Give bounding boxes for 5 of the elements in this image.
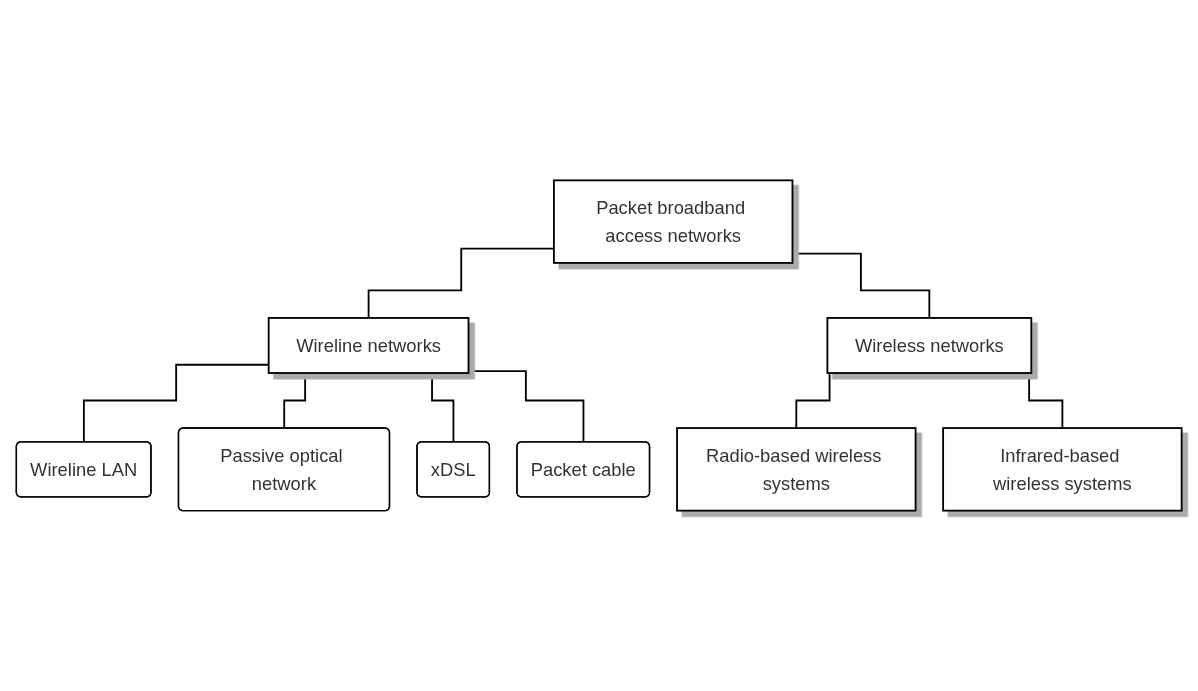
node-box: Wireless networks xyxy=(826,317,1033,374)
node-box: Wireline networks xyxy=(267,317,470,374)
node-box: Infrared-based wireless systems xyxy=(942,427,1183,512)
node-box: Radio-based wireless systems xyxy=(676,427,917,512)
node-box: Packet broadband access networks xyxy=(553,179,794,264)
